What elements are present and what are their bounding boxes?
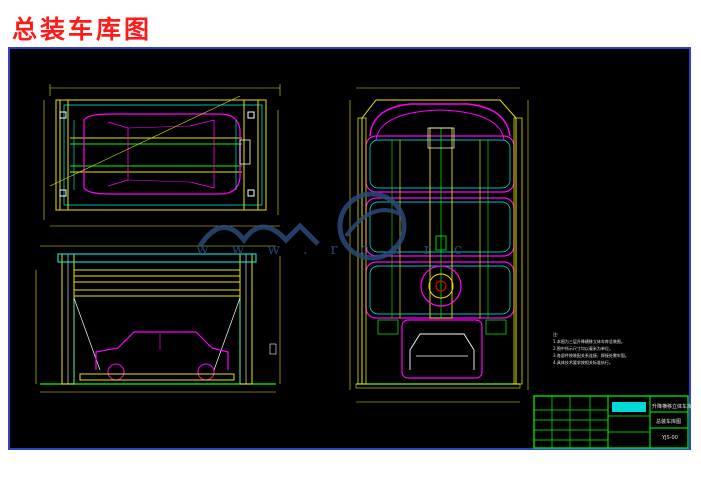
title-block-drawing: 总装车库图 (656, 419, 682, 425)
side-elevation (35, 245, 281, 393)
page-title: 总装车库图 (12, 15, 153, 44)
watermark-url: w w w . r c n r c (196, 240, 472, 258)
note-line-4: 4.具体技术要求按相关标准执行。 (553, 360, 613, 365)
note-line-3: 3.各部件按装配关系连接，焊接处需牢固。 (553, 353, 629, 358)
watermark-logo (197, 191, 407, 261)
title-block (533, 395, 689, 449)
notes-heading: 注: (553, 332, 559, 337)
note-line-1: 1.本图为三层升降横移立体车库总装图。 (553, 339, 625, 344)
plan-view (43, 84, 281, 227)
front-elevation (349, 87, 529, 403)
title-block-code: YJS-00 (662, 435, 678, 441)
title-block-project: 升降横移立体车库 (652, 404, 693, 410)
note-line-2: 2.图中所示尺寸均以毫米为单位。 (553, 346, 613, 351)
